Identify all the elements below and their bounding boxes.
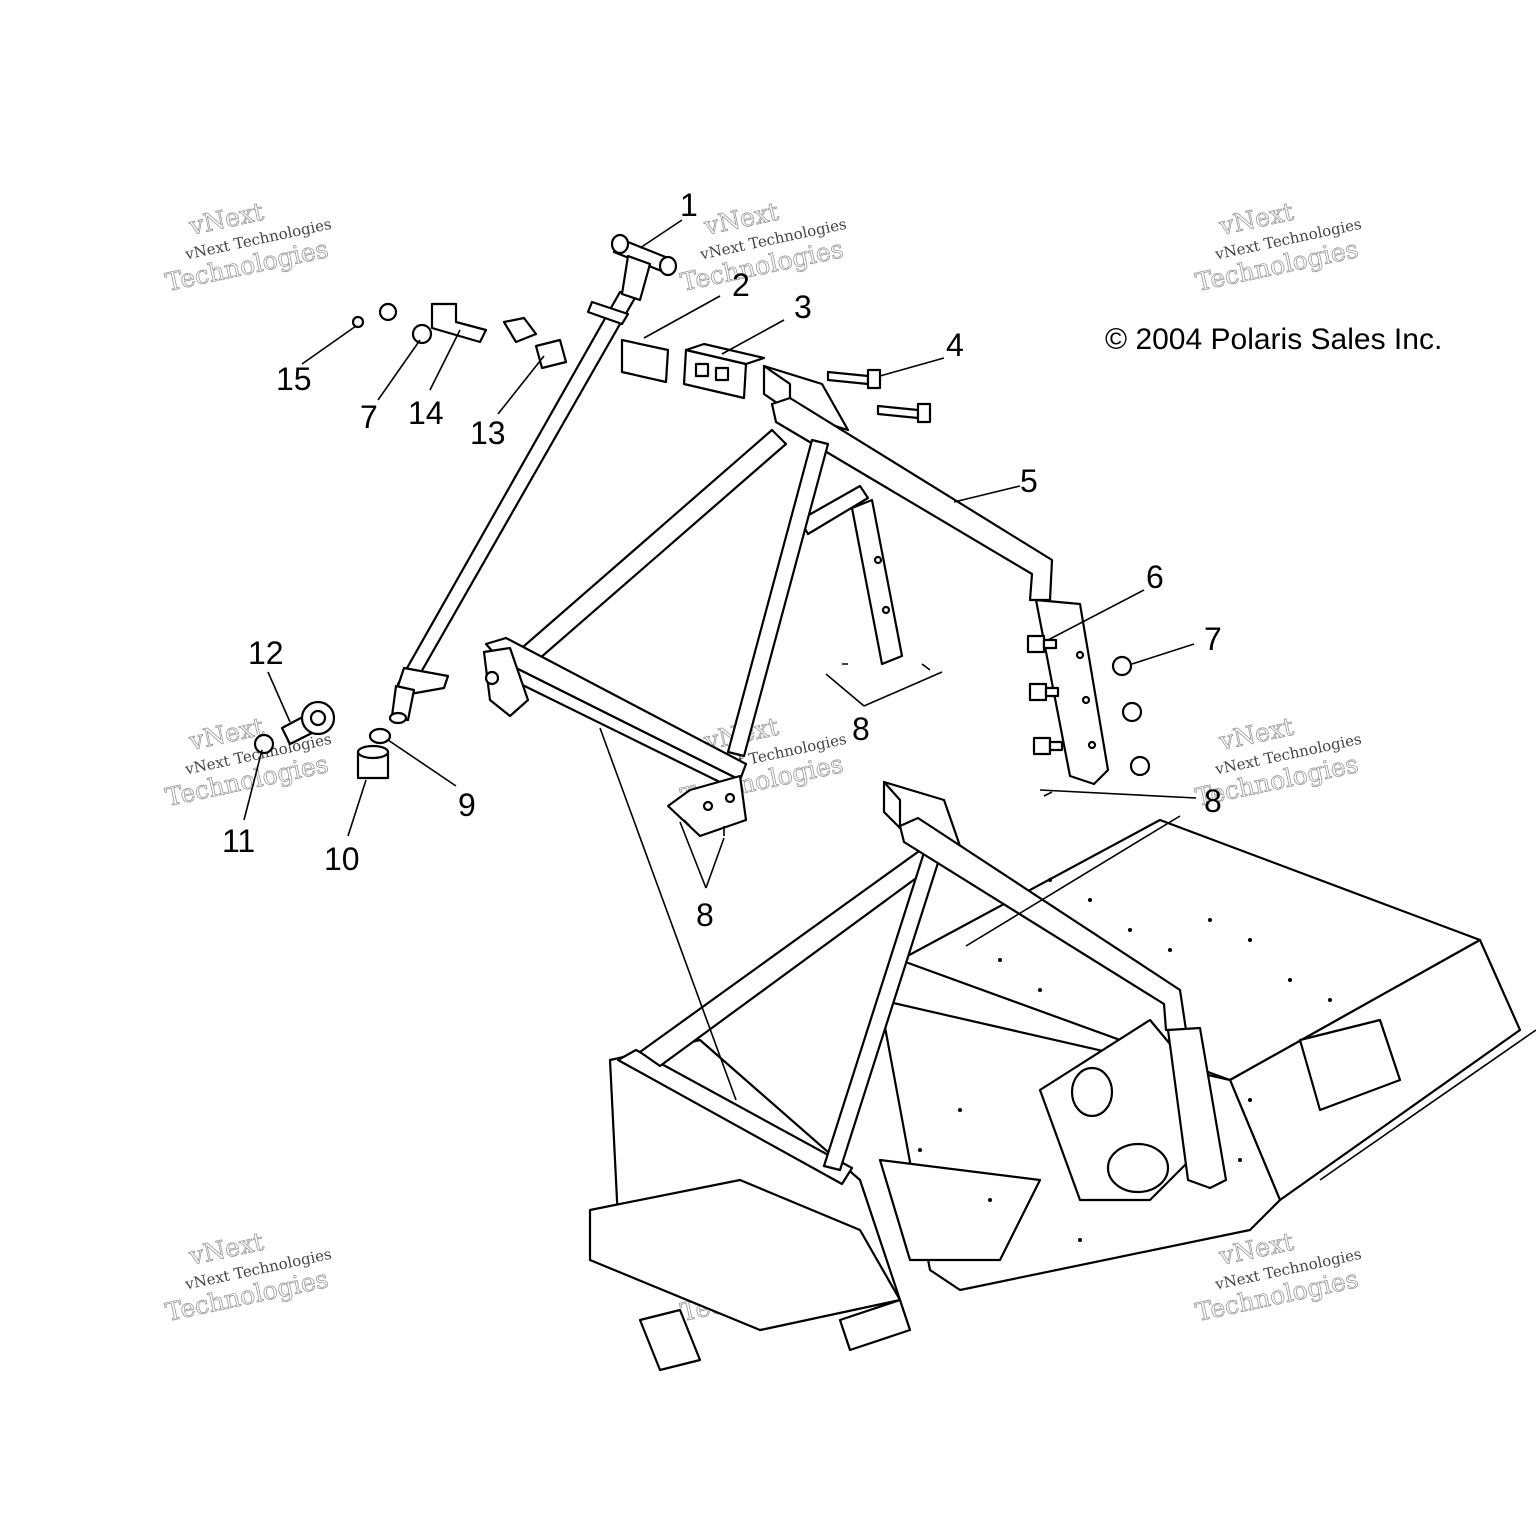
copyright-notice: © 2004 Polaris Sales Inc. (1105, 323, 1442, 356)
bracket-3 (682, 342, 766, 400)
callout-2: 2 (732, 267, 750, 303)
callout-12: 12 (248, 635, 284, 671)
callout-5: 5 (1020, 463, 1038, 499)
rod-end-12 (280, 700, 336, 746)
callout-8-right: 8 (1204, 783, 1222, 819)
callout-7-right: 7 (1204, 621, 1222, 657)
steering-post (388, 233, 678, 725)
callout-6: 6 (1146, 559, 1164, 595)
callout-4: 4 (946, 327, 964, 363)
bolt-4-upper (826, 368, 882, 390)
washer-9 (368, 727, 392, 745)
callout-10: 10 (324, 841, 360, 877)
callout-14: 14 (408, 395, 444, 431)
clamp-13 (502, 316, 568, 370)
leader-lines (243, 219, 1197, 1101)
callout-15: 15 (276, 361, 312, 397)
chassis (588, 780, 1536, 1372)
pins-8 (683, 663, 1053, 836)
bolts-6 (1026, 634, 1064, 756)
callout-9: 9 (458, 787, 476, 823)
nut-7-left (411, 323, 433, 345)
nuts-7-right (1111, 655, 1151, 777)
chassis-rivets (918, 878, 1332, 1242)
plate-2 (620, 338, 670, 384)
callout-8-center: 8 (852, 711, 870, 747)
callout-labels: 1 2 3 4 5 6 7 7 8 8 8 9 10 11 12 13 14 1… (222, 187, 1222, 933)
screw-15 (351, 302, 398, 329)
callout-3: 3 (794, 289, 812, 325)
steering-support-frame (482, 364, 1110, 838)
watermark-top-right: vNext vNext Technologies Technologies (1193, 196, 1364, 297)
nut-11 (253, 733, 275, 755)
callout-8-lower: 8 (696, 897, 714, 933)
callout-1: 1 (680, 187, 698, 223)
nut-10 (356, 744, 390, 780)
callout-13: 13 (470, 415, 506, 451)
bolt-4-lower (876, 402, 932, 424)
clamp-14 (430, 302, 488, 344)
watermark-top-left: vNext vNext Technologies Technologies (163, 196, 334, 297)
watermark-bottom-left: vNext vNext Technologies Technologies (163, 1226, 334, 1327)
callout-11: 11 (222, 823, 255, 859)
callout-7-left: 7 (360, 399, 378, 435)
